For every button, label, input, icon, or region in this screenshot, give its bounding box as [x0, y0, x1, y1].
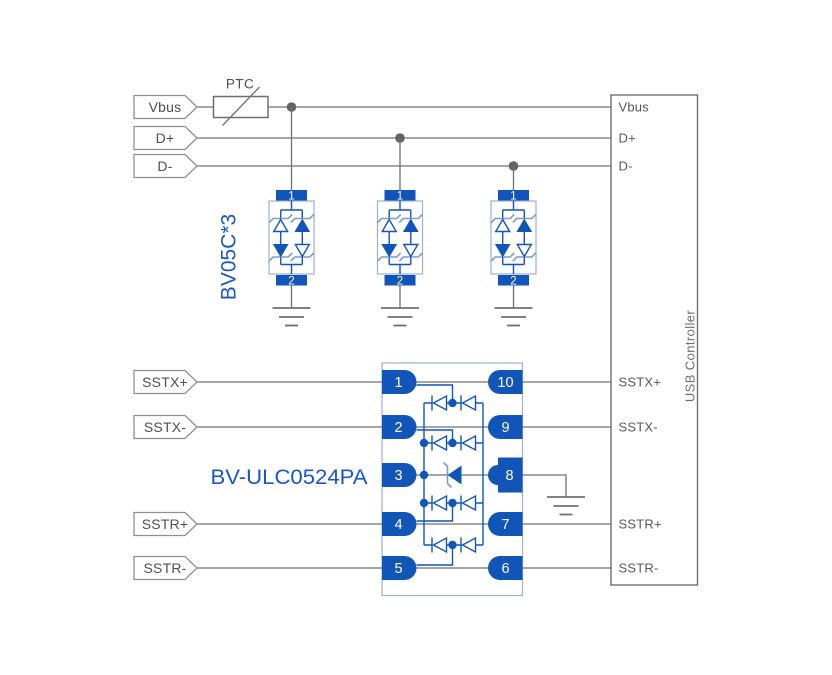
net-tag-sstr-minus-label: SSTR-	[144, 560, 187, 576]
tvs-device	[268, 189, 315, 289]
zener-diode-icon	[447, 465, 462, 485]
ic-pins: 1 2 3 4 5 10 9 8 7 6	[382, 370, 523, 580]
net-tag-sstr-plus	[133, 511, 198, 537]
controller-pin-sstx-plus: SSTX+	[619, 374, 662, 389]
ic-pin-7-number: 7	[501, 517, 509, 533]
controller-pin-sstr-minus: SSTR-	[619, 560, 659, 575]
tvs-device	[490, 189, 537, 289]
junction-dot	[419, 498, 429, 508]
usb-controller-box	[610, 94, 699, 586]
net-tag-d-plus	[133, 125, 198, 151]
controller-pin-sstr-plus: SSTR+	[619, 516, 662, 531]
net-tag-vbus-label: Vbus	[149, 99, 182, 115]
ptc-strike-line	[222, 86, 260, 126]
net-tag-sstx-plus-label: SSTX+	[142, 374, 188, 390]
pin5-stub	[416, 545, 454, 566]
controller-pin-d-plus: D+	[619, 130, 636, 145]
tvs-device	[376, 189, 424, 289]
controller-pin-vbus: Vbus	[619, 99, 650, 114]
usb-controller: Vbus D+ D- SSTX+ SSTX- SSTR+ SSTR- USB C…	[610, 94, 699, 586]
controller-pin-sstx-minus: SSTX-	[619, 419, 658, 434]
ic-pin-9-number: 9	[501, 420, 509, 436]
net-tag-d-plus-label: D+	[156, 130, 175, 146]
controller-pin-d-minus: D-	[619, 158, 633, 173]
tvs-array-1	[268, 107, 315, 327]
pin4-stub	[416, 503, 454, 522]
net-labels: Vbus D+ D- SSTX+ SSTX- SSTR+ SSTR-	[133, 94, 198, 581]
net-tag-vbus	[133, 94, 198, 120]
pin1-stub	[416, 384, 454, 403]
usb-controller-title: USB Controller	[683, 310, 698, 403]
pin8-ground-wire	[522, 474, 567, 497]
ic-internals	[416, 384, 498, 566]
net-tag-d-minus-label: D-	[157, 158, 172, 174]
ic-pin-4-number: 4	[394, 517, 402, 533]
ic-pin-6-number: 6	[501, 561, 509, 577]
ic-pin-1-number: 1	[394, 375, 402, 391]
net-tag-sstr-minus	[133, 555, 198, 581]
net-tag-sstx-minus	[133, 414, 198, 440]
junction-dot	[419, 470, 429, 480]
tvs-array-3	[490, 166, 537, 327]
net-tag-sstx-minus-label: SSTX-	[144, 419, 186, 435]
ic-pin-5-number: 5	[394, 561, 402, 577]
net-tag-sstr-plus-label: SSTR+	[142, 516, 189, 532]
net-tag-sstx-plus	[133, 369, 198, 395]
ptc-fuse: PTC	[212, 77, 269, 126]
ic-pin-8-number: 8	[505, 468, 513, 484]
net-tag-d-minus	[133, 153, 198, 179]
junction-dot	[419, 438, 429, 448]
ic-pin-3-number: 3	[394, 468, 402, 484]
pin2-stub	[416, 429, 454, 443]
tvs-array-2	[376, 138, 424, 327]
ic-pin-2-number: 2	[394, 420, 402, 436]
tvs-group-title: BV05C*3	[218, 214, 241, 300]
ptc-label: PTC	[226, 77, 254, 92]
ic-ground	[522, 474, 586, 516]
zener-bar	[442, 461, 453, 489]
ic-title: BV-ULC0524PA	[211, 466, 368, 489]
ic-pin-8-bump	[488, 465, 508, 485]
ic-pin-10-number: 10	[497, 375, 513, 391]
